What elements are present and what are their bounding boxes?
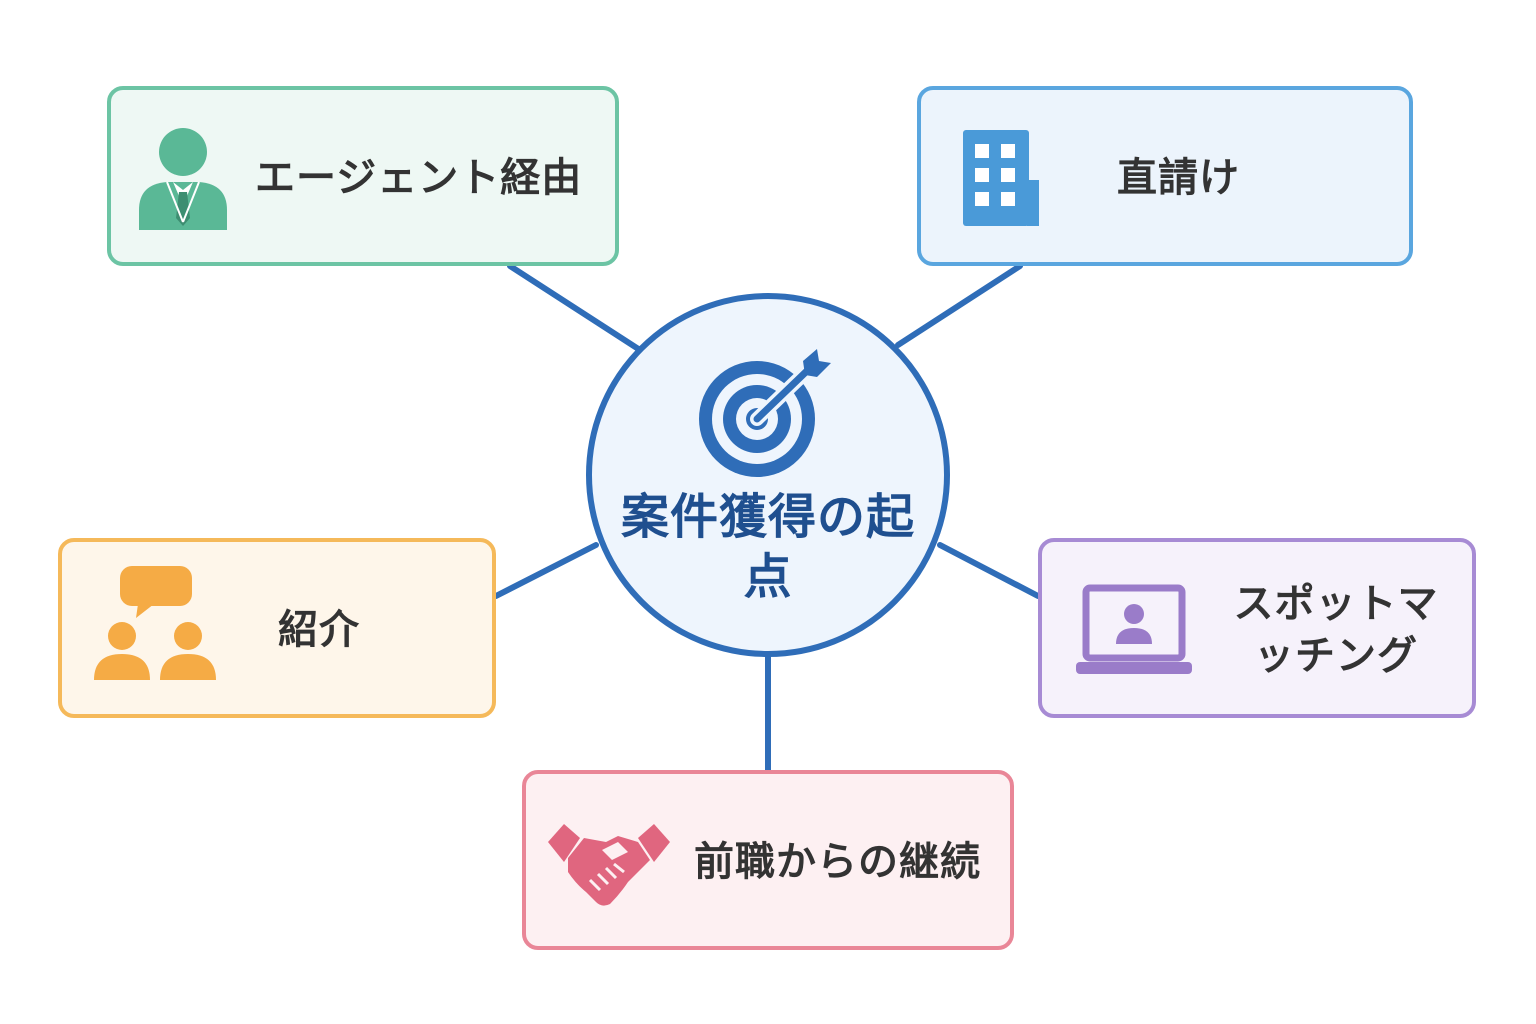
- laptop-user-icon: [1076, 584, 1192, 674]
- people-speech-icon: [94, 566, 216, 680]
- connector-spot: [937, 542, 1041, 599]
- center-title: 案件獲得の起点: [620, 489, 915, 605]
- node-previous-label: 前職からの継続: [694, 839, 981, 885]
- node-referral: 紹介: [58, 538, 496, 718]
- building-icon: [963, 130, 1039, 226]
- node-agent-label: エージェント経由: [255, 155, 583, 201]
- node-direct: 直請け: [917, 86, 1413, 266]
- handshake-icon: [548, 824, 670, 906]
- node-referral-label: 紹介: [278, 607, 360, 653]
- node-spot: スポットマッチング: [1038, 538, 1476, 718]
- node-previous: 前職からの継続: [522, 770, 1014, 950]
- node-spot-label: スポットマッチング: [1233, 581, 1439, 679]
- connector-direct: [895, 263, 1023, 348]
- center-hub: 案件獲得の起点: [586, 293, 950, 657]
- businessperson-icon: [139, 128, 227, 230]
- node-agent: エージェント経由: [107, 86, 619, 266]
- target-icon: [699, 349, 831, 477]
- connector-agent: [507, 263, 643, 353]
- connector-referral: [493, 542, 599, 599]
- node-direct-label: 直請け: [1117, 155, 1240, 201]
